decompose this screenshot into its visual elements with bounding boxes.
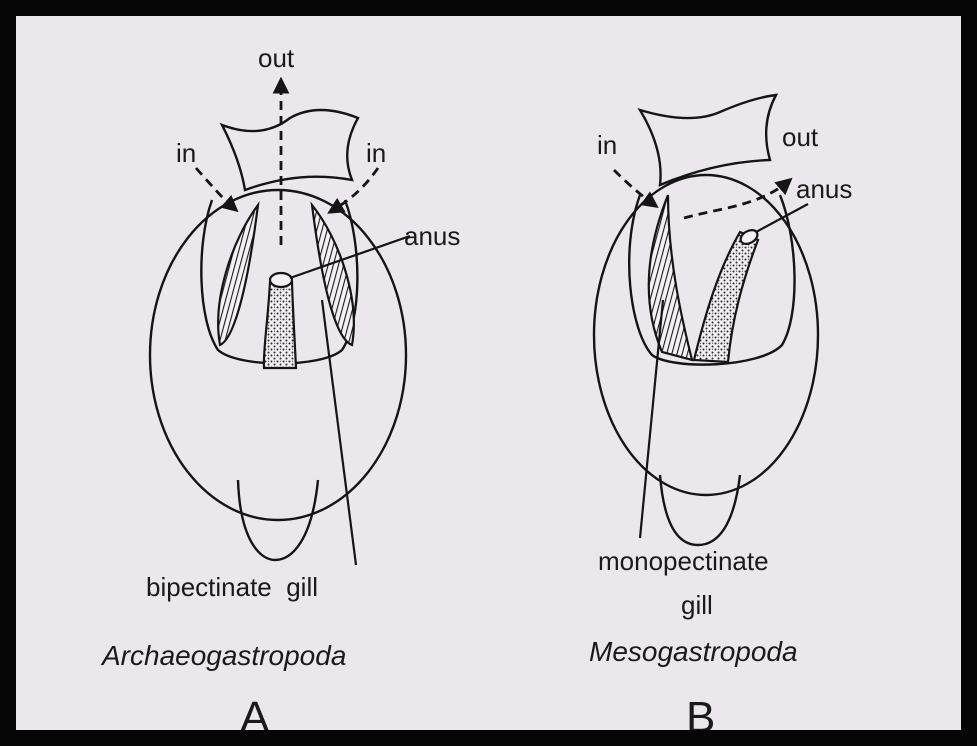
flow-in-left-label-a: in — [176, 138, 196, 168]
flow-in-left-arrow-a — [196, 168, 236, 210]
flow-in-label-b: in — [597, 130, 617, 160]
head-a — [222, 110, 358, 190]
flow-in-right-label-a: in — [366, 138, 386, 168]
anus-leader-a — [290, 236, 410, 278]
panel-letter-a: A — [240, 693, 270, 742]
flow-in-arrow-b — [614, 170, 656, 206]
anus-opening-a — [270, 273, 292, 287]
gill-leader-b — [640, 300, 663, 538]
panel-a: out in in anus bipectinate gill Archaeog… — [100, 43, 460, 742]
flow-out-label-a: out — [258, 43, 295, 73]
panel-letter-b: B — [686, 693, 715, 742]
gill-label-line2-b: gill — [681, 590, 713, 620]
gill-left-a — [218, 205, 258, 345]
anus-label-a: anus — [404, 221, 460, 251]
rectum-a — [264, 282, 296, 368]
panel-b: in out anus monopectinate gill Mesogastr… — [589, 95, 852, 742]
gill-right-a — [312, 205, 354, 345]
gill-label-a: bipectinate gill — [146, 572, 318, 602]
rectum-b — [694, 232, 758, 362]
foot-b — [660, 475, 740, 545]
group-name-b: Mesogastropoda — [589, 636, 798, 667]
anus-label-b: anus — [796, 174, 852, 204]
flow-out-label-b: out — [782, 122, 819, 152]
head-b — [640, 95, 776, 185]
gill-b — [649, 195, 692, 360]
anus-leader-b — [756, 204, 808, 232]
gill-label-line1-b: monopectinate — [598, 546, 769, 576]
group-name-a: Archaeogastropoda — [100, 640, 346, 671]
flow-out-arrow-b — [684, 180, 790, 218]
flow-in-right-arrow-a — [330, 168, 378, 212]
